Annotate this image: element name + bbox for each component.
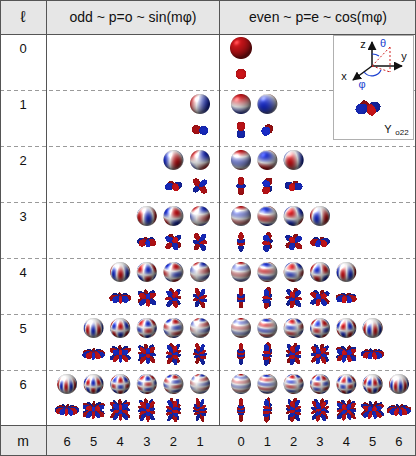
column-index: 5 [90, 435, 97, 448]
column-index: 1 [196, 435, 203, 448]
header-text: ℓ [20, 9, 25, 25]
column-index: 0 [237, 435, 244, 448]
row-index: 1 [19, 98, 26, 111]
column-index: 2 [170, 435, 177, 448]
column-index: 2 [290, 435, 297, 448]
function-subscript: o22 [395, 129, 408, 137]
row-index: 6 [19, 378, 26, 391]
angle-label: φ [358, 79, 365, 90]
column-index: 6 [395, 435, 402, 448]
column-index: 4 [117, 435, 124, 448]
axis-label: y [401, 51, 407, 62]
axis-label: x [341, 71, 347, 82]
column-index: 1 [264, 435, 271, 448]
row-index: 3 [19, 210, 26, 223]
angle-label: θ [380, 38, 386, 49]
row-index: 0 [19, 42, 26, 55]
row-index: 2 [19, 154, 26, 167]
header-text: odd ~ p=o ~ sin(mφ) [70, 10, 197, 24]
row-index: 4 [19, 266, 26, 279]
column-index: 6 [63, 435, 70, 448]
function-name: Y [384, 124, 391, 135]
axis-label: z [360, 39, 366, 50]
column-index: 3 [316, 435, 323, 448]
column-index: 4 [343, 435, 350, 448]
column-index: 5 [369, 435, 376, 448]
row-index: 5 [19, 322, 26, 335]
axis-title: m [17, 434, 29, 448]
column-index: 3 [143, 435, 150, 448]
header-text: even ~ p=e ~ cos(mφ) [249, 10, 387, 24]
